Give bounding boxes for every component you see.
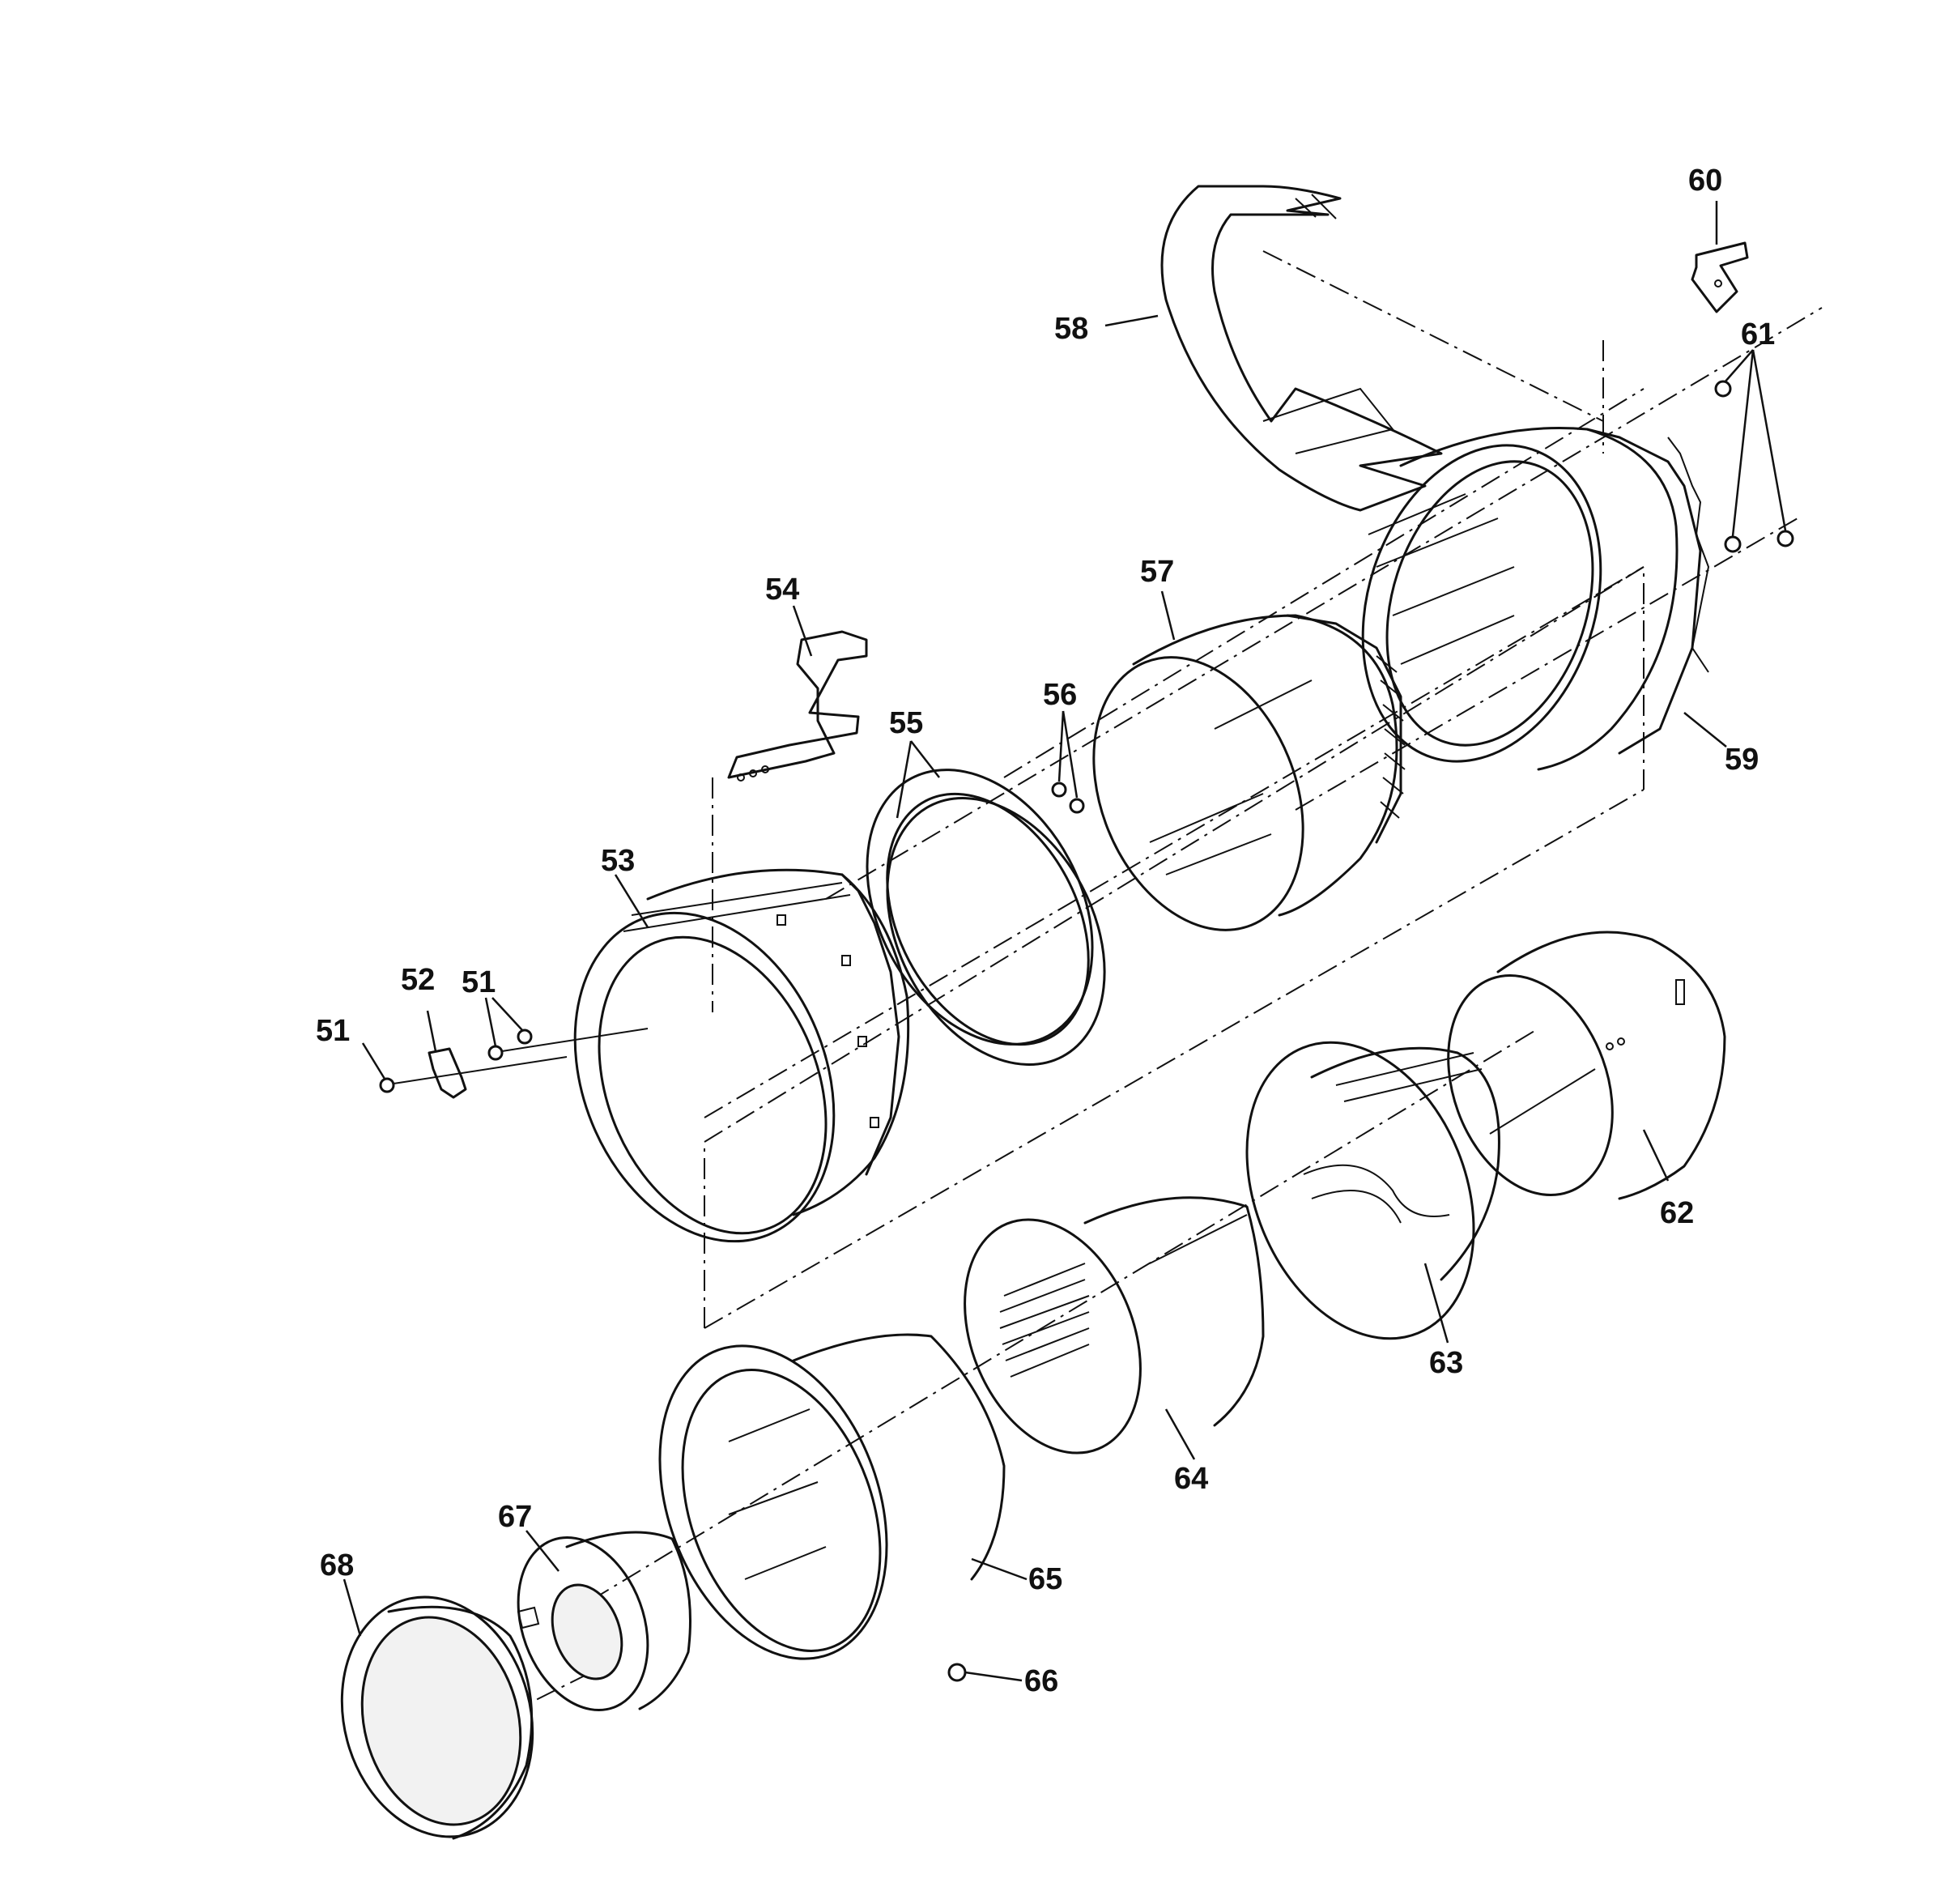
callout-57: 57 [1140, 555, 1174, 589]
part-51-screws [379, 1028, 649, 1093]
part-64-threaded-barrel [964, 1196, 1265, 1455]
part-52-clip [428, 1047, 467, 1099]
part-57-barrel [1092, 614, 1406, 931]
callout-60: 60 [1688, 164, 1722, 198]
callout-52: 52 [401, 963, 435, 997]
part-60-bracket [1691, 241, 1749, 313]
callout-54: 54 [765, 573, 799, 607]
part-59-rear-barrel [1361, 427, 1710, 771]
callout-labels: 51 52 51 53 54 55 56 57 58 59 60 61 62 6… [316, 164, 1775, 1698]
callout-51-right: 51 [462, 965, 496, 999]
callout-59: 59 [1725, 743, 1759, 777]
callout-63: 63 [1429, 1346, 1463, 1380]
part-65-front-barrel [658, 1333, 1006, 1660]
part-68-front-lens [340, 1595, 534, 1840]
part-55-rings [866, 769, 1106, 1066]
part-61-screws [1714, 380, 1794, 553]
part-56-screws [1051, 782, 1085, 814]
part-58-cover [1160, 185, 1443, 512]
part-62-inner-cylinder [1447, 931, 1726, 1200]
callout-64: 64 [1174, 1462, 1208, 1496]
callout-61: 61 [1741, 317, 1775, 351]
callout-56: 56 [1043, 678, 1077, 712]
part-67-lens-group [517, 1531, 691, 1712]
callout-68: 68 [320, 1548, 354, 1582]
callout-55: 55 [889, 706, 923, 740]
callout-53: 53 [601, 844, 635, 878]
leader-lines [343, 201, 1787, 1682]
assembly-axis-lines [534, 250, 1823, 1702]
callout-67: 67 [498, 1500, 532, 1534]
callout-66: 66 [1024, 1664, 1058, 1698]
callout-58: 58 [1054, 312, 1088, 346]
part-63-cam-ring [1245, 1041, 1500, 1340]
part-66-screw [947, 1663, 967, 1682]
callout-65: 65 [1028, 1562, 1062, 1596]
part-54-flex-bracket [727, 630, 868, 782]
callout-51-left: 51 [316, 1014, 350, 1048]
callout-62: 62 [1660, 1196, 1694, 1230]
part-53-front-barrel [573, 868, 910, 1243]
